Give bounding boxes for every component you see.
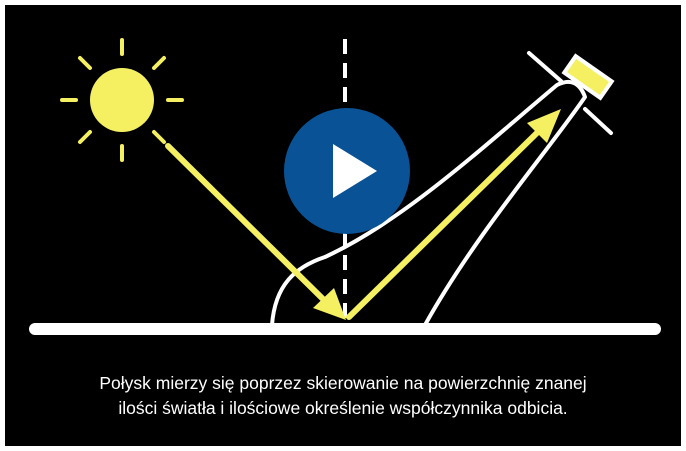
caption-line-2: ilości światła i ilościowe określenie ws… xyxy=(118,398,568,418)
video-caption: Połysk mierzy się poprzez skierowanie na… xyxy=(5,371,681,421)
reflected-ray xyxy=(346,109,561,320)
caption-line-1: Połysk mierzy się poprzez skierowanie na… xyxy=(99,373,587,393)
sun-icon xyxy=(60,38,184,162)
detector-cone xyxy=(270,80,587,327)
incident-ray xyxy=(165,143,346,320)
detector-icon xyxy=(527,51,615,135)
play-button[interactable] xyxy=(284,108,410,234)
gloss-diagram xyxy=(29,38,661,335)
video-frame[interactable]: Połysk mierzy się poprzez skierowanie na… xyxy=(5,5,681,446)
play-icon xyxy=(333,144,377,198)
